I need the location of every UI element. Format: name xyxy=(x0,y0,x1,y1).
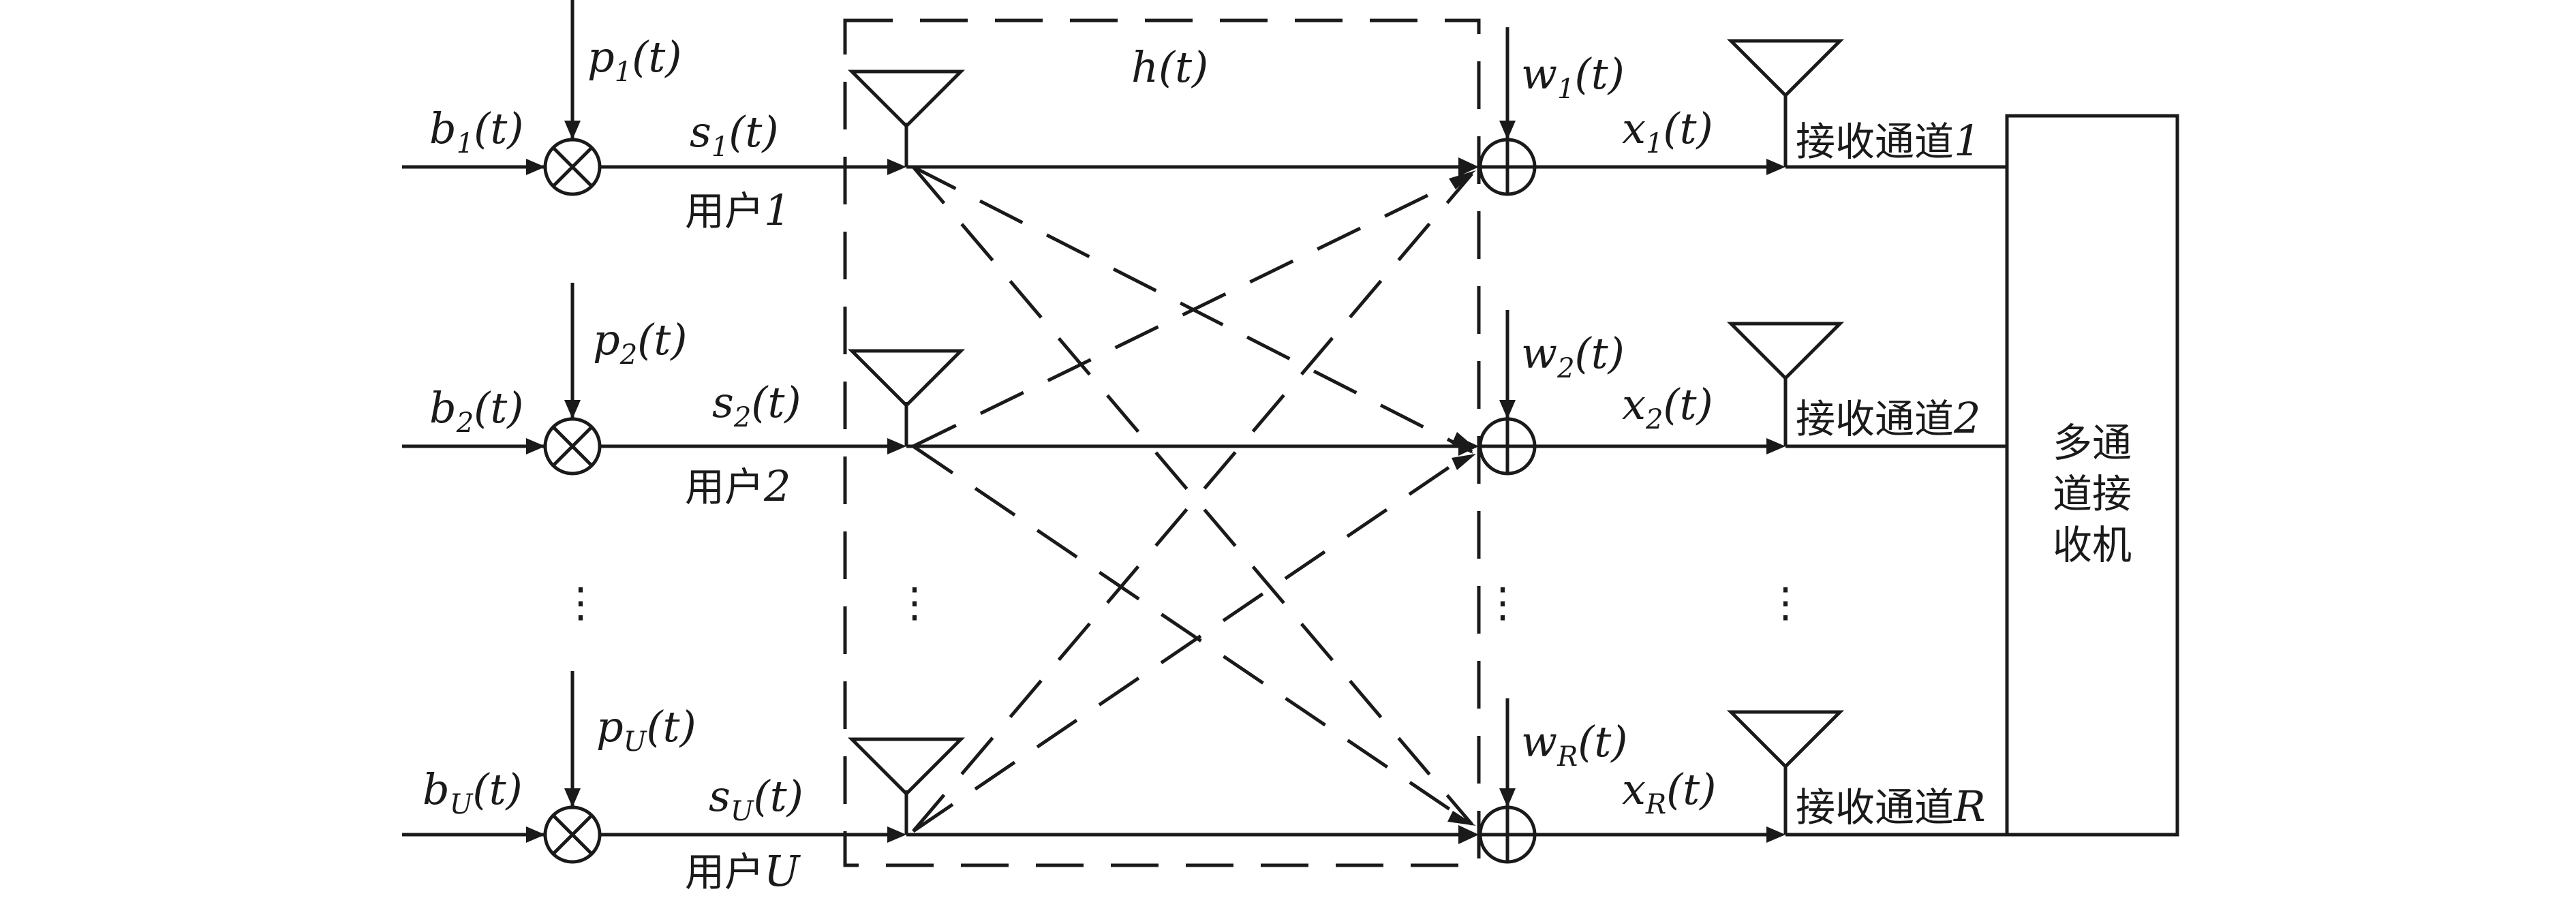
x-label: x1(t) xyxy=(1622,104,1713,159)
receiver-box-line-2: 道接 xyxy=(2053,471,2132,517)
tx-antenna-icon xyxy=(847,69,966,129)
w-label: w2(t) xyxy=(1521,328,1625,384)
receiver-box-line-1: 多通 xyxy=(2053,420,2132,466)
p-label: p1(t) xyxy=(587,32,681,88)
multichannel-receiver-box xyxy=(2005,114,2179,837)
s-label: s1(t) xyxy=(690,107,779,163)
cross-path-2-to-R xyxy=(912,444,1473,826)
channel-name: 接收通道R xyxy=(1796,781,1986,831)
rx-antenna-icon xyxy=(1726,39,1845,98)
ellipsis-tx-antennas: ⋮ xyxy=(894,579,935,627)
user-row-2: b2(t) p2(t) s2(t) 用户2 xyxy=(402,283,1479,511)
rx-antenna-icon xyxy=(1726,710,1845,769)
p-label: p2(t) xyxy=(593,315,687,371)
receiver-row-2: w2(t) x2(t) 接收通道2 xyxy=(1478,310,2007,476)
user-row-U: bU(t) pU(t) sU(t) 用户U xyxy=(402,671,1479,896)
ellipsis-users: ⋮ xyxy=(560,579,601,627)
cross-path-2-to-1 xyxy=(912,172,1473,448)
rx-antenna-icon xyxy=(1726,322,1845,381)
channel-label: h(t) xyxy=(1131,42,1208,92)
user-name: 用户1 xyxy=(685,185,791,235)
s-label: sU(t) xyxy=(709,771,803,827)
x-label: xR(t) xyxy=(1622,764,1716,820)
cross-arrowhead xyxy=(1447,811,1476,826)
user-name: 用户2 xyxy=(685,461,791,511)
receiver-box-line-3: 收机 xyxy=(2053,522,2132,568)
w-label: w1(t) xyxy=(1521,49,1625,105)
ellipsis-adders: ⋮ xyxy=(1482,579,1523,627)
b-label: bU(t) xyxy=(423,764,523,820)
cross-arrowhead xyxy=(1449,170,1476,189)
receiver-row-1: w1(t) x1(t) 接收通道1 xyxy=(1478,27,2007,196)
tx-antenna-icon xyxy=(847,349,966,408)
cross-path-1-to-R xyxy=(912,166,1473,826)
ellipsis-rx-antennas: ⋮ xyxy=(1765,579,1806,627)
p-label: pU(t) xyxy=(596,702,696,758)
s-label: s2(t) xyxy=(712,377,801,433)
user-row-1: b1(t) p1(t) s1(t) 用户1 xyxy=(402,0,1479,235)
cross-path-U-to-2 xyxy=(912,450,1473,833)
b-label: b2(t) xyxy=(429,383,523,439)
channel-name: 接收通道2 xyxy=(1796,393,1980,443)
receiver-row-R: wR(t) xR(t) 接收通道R xyxy=(1478,698,2007,864)
cross-arrowhead xyxy=(1452,454,1476,470)
tx-antenna-icon xyxy=(847,737,966,796)
b-label: b1(t) xyxy=(429,104,523,159)
cross-path-U-to-1 xyxy=(912,172,1473,833)
x-label: x2(t) xyxy=(1622,380,1713,435)
channel-name: 接收通道1 xyxy=(1796,116,1980,166)
w-label: wR(t) xyxy=(1521,717,1628,773)
user-name: 用户U xyxy=(685,846,801,896)
